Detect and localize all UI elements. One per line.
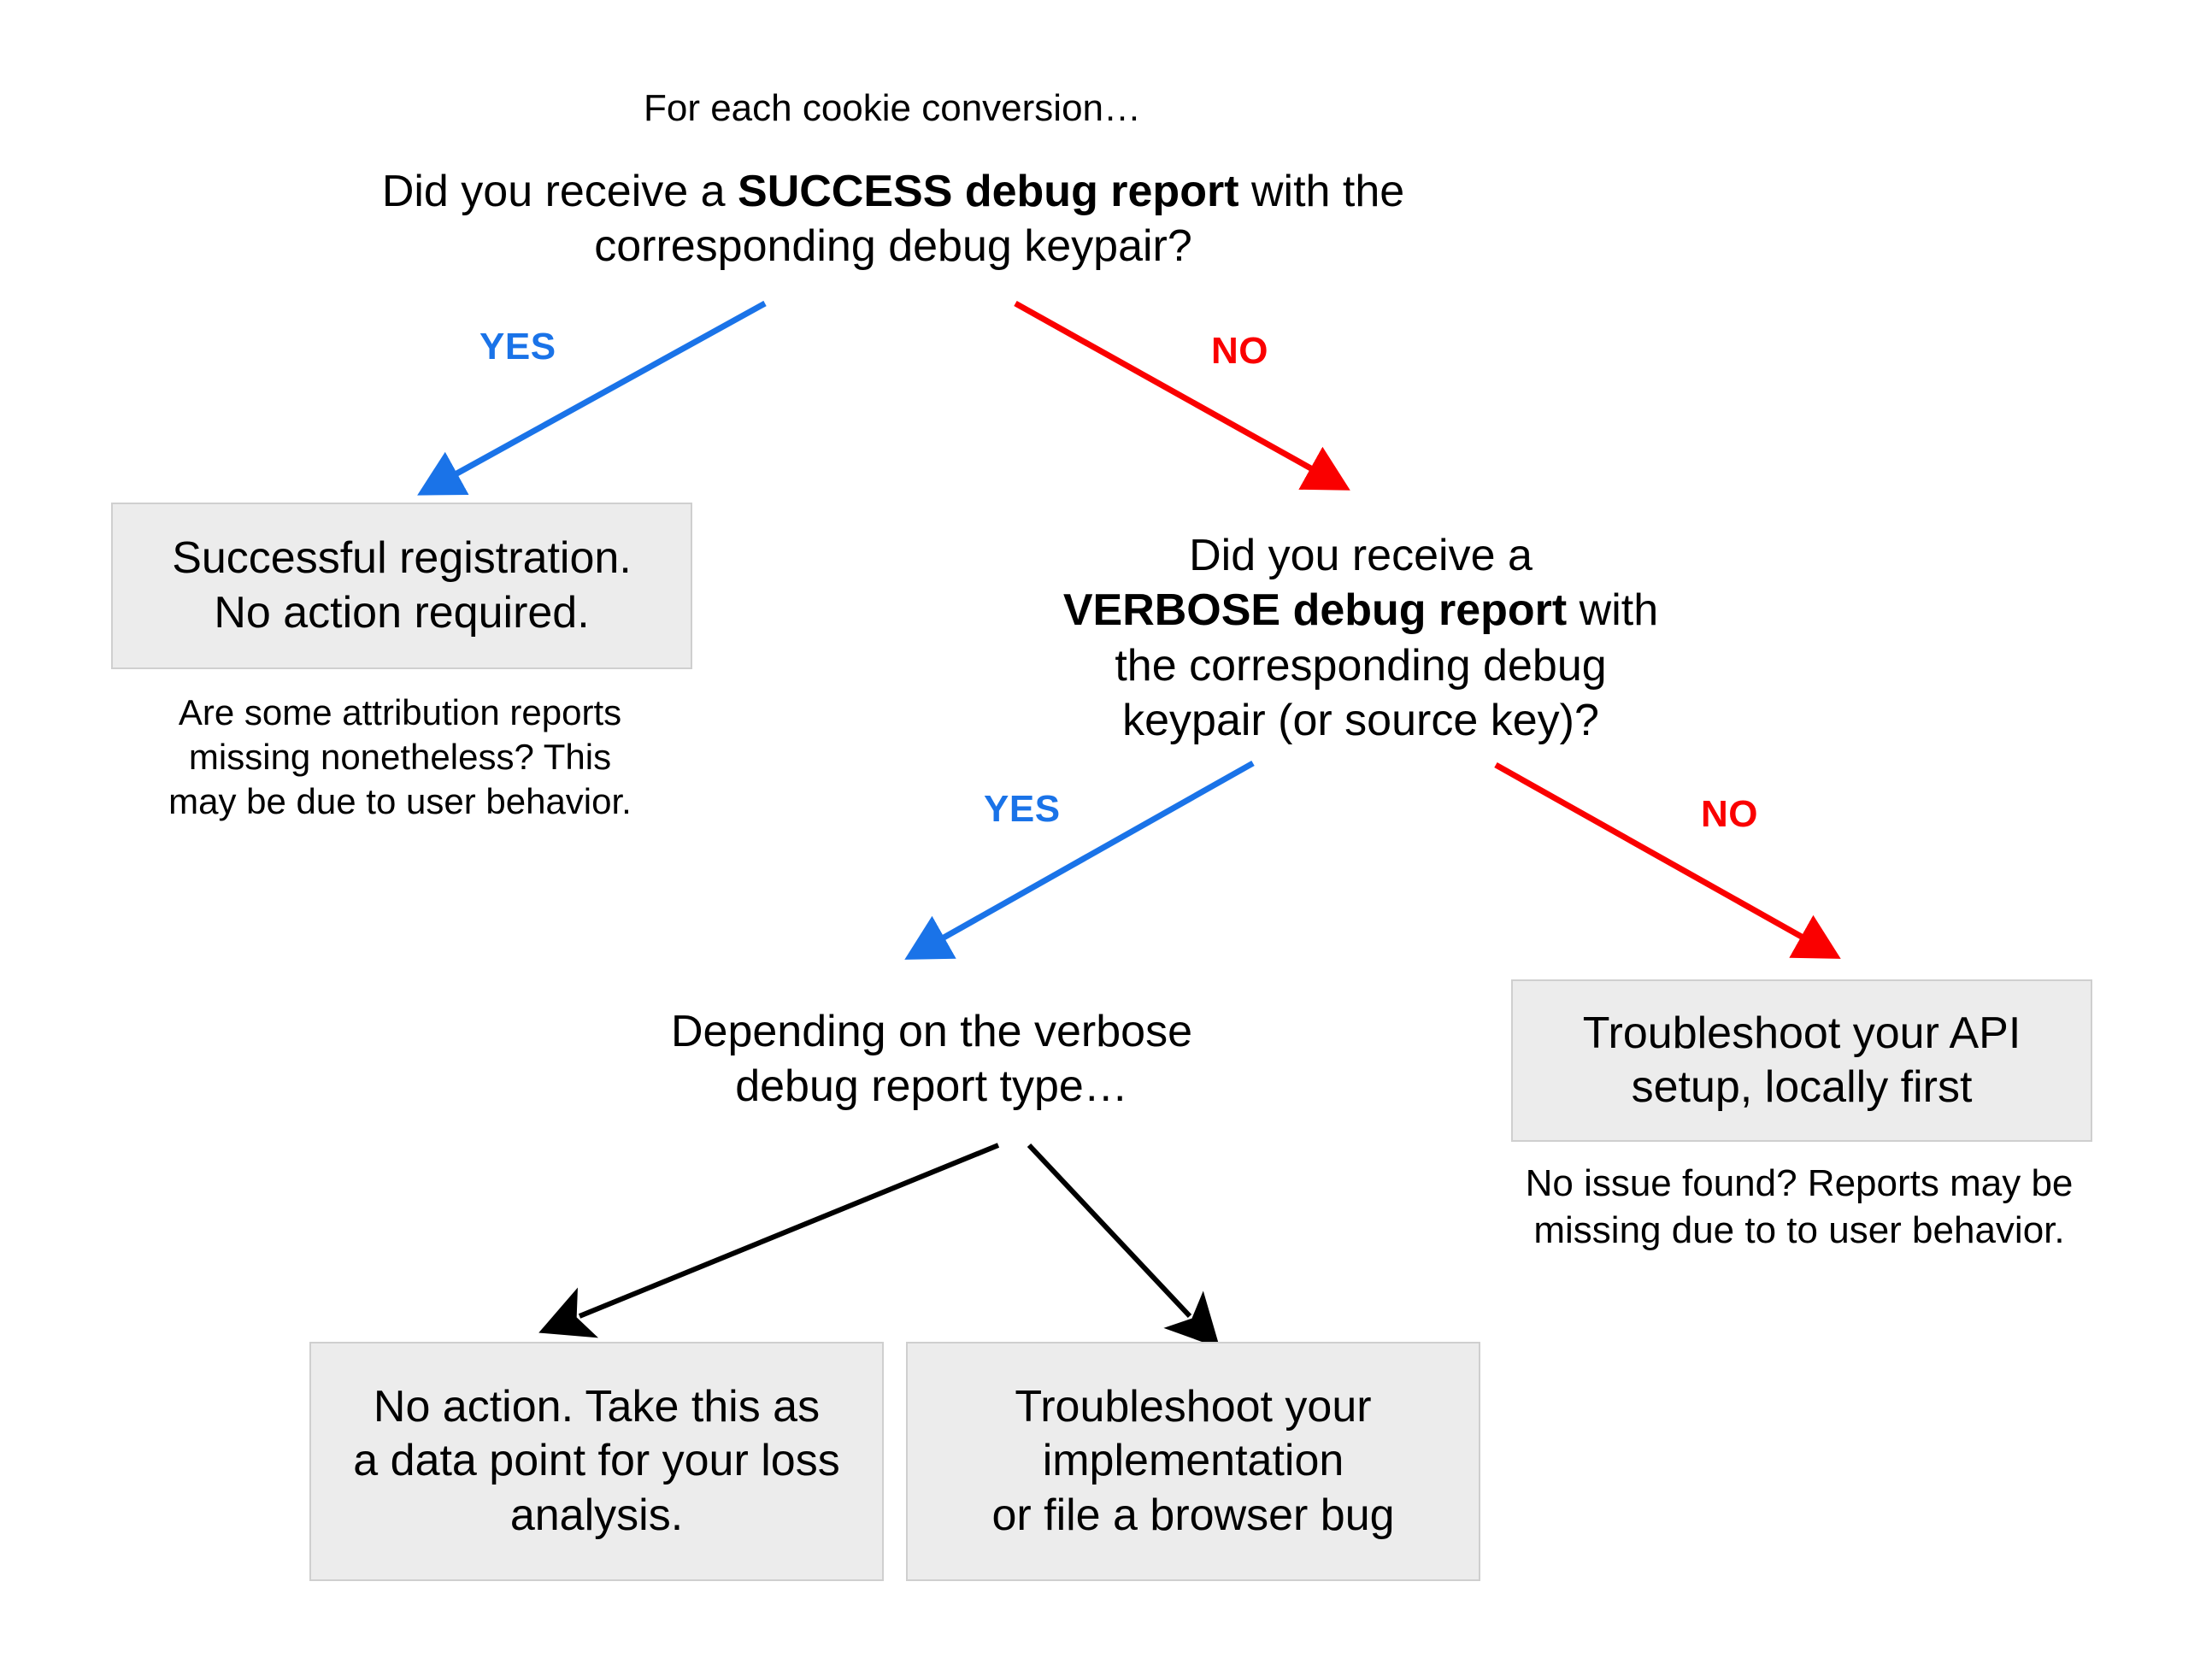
box-troubleshoot-implementation[interactable]: Troubleshoot your implementation or file…	[906, 1342, 1480, 1581]
box-no-action-data-point[interactable]: No action. Take this as a data point for…	[309, 1342, 884, 1581]
box-troubleshoot-api-setup-text: Troubleshoot your API setup, locally fir…	[1583, 1007, 2021, 1115]
verbose-report-type-text: Depending on the verbose debug report ty…	[624, 1004, 1239, 1114]
verbose-type-line-1: Depending on the verbose	[670, 1007, 1192, 1056]
success-box-line-1: Successful registration.	[172, 533, 632, 584]
note-attribution-reports: Are some attribution reports missing non…	[101, 691, 699, 824]
question-2-emphasis: VERBOSE debug report	[1062, 585, 1568, 636]
question-2: Did you receive a VERBOSE debug report w…	[1019, 528, 1703, 749]
impl-box-line-2: implementation	[1042, 1436, 1344, 1486]
note-no-issue-found: No issue found? Reports may be missing d…	[1462, 1161, 2137, 1254]
edge-to-implementation	[1027, 1143, 1221, 1349]
no-action-box-line-2: a data point for your loss	[353, 1436, 840, 1486]
box-troubleshoot-api-setup[interactable]: Troubleshoot your API setup, locally fir…	[1511, 979, 2092, 1142]
success-box-line-2: No action required.	[214, 587, 590, 638]
lead-in-label: For each cookie conversion…	[643, 87, 1142, 129]
box-successful-registration-text: Successful registration. No action requi…	[172, 532, 632, 640]
edge-label-yes-2: YES	[984, 788, 1061, 830]
question-1-part-2: with the	[1238, 167, 1405, 216]
question-1-emphasis: SUCCESS debug report	[738, 167, 1239, 216]
edge-label-no-1: NO	[1211, 330, 1268, 372]
question-2-line-4: keypair (or source key)?	[1122, 696, 1599, 746]
api-box-line-1: Troubleshoot your API	[1582, 1008, 2021, 1058]
box-no-action-data-point-text: No action. Take this as a data point for…	[353, 1380, 839, 1543]
api-note-line-1: No issue found? Reports may be	[1525, 1162, 2074, 1204]
no-action-box-line-1: No action. Take this as	[373, 1381, 821, 1432]
success-note-line-1: Are some attribution reports	[178, 692, 622, 732]
edge-to-no-action	[538, 1143, 1000, 1338]
box-successful-registration[interactable]: Successful registration. No action requi…	[111, 503, 692, 669]
question-1: Did you receive a SUCCESS debug report w…	[282, 164, 1504, 274]
edge-yes-2	[904, 760, 1255, 960]
edge-no-1	[1014, 300, 1350, 491]
impl-box-line-1: Troubleshoot your	[1015, 1381, 1372, 1432]
edge-label-yes-1: YES	[479, 326, 556, 367]
no-action-box-line-3: analysis.	[509, 1490, 684, 1540]
success-note-line-2: missing nonetheless? This	[188, 737, 612, 778]
question-2-after-emphasis: with	[1567, 585, 1659, 636]
success-note-line-3: may be due to user behavior.	[168, 781, 632, 822]
api-note-line-2: missing due to to user behavior.	[1533, 1208, 2065, 1251]
box-troubleshoot-implementation-text: Troubleshoot your implementation or file…	[991, 1380, 1394, 1543]
api-box-line-2: setup, locally first	[1631, 1062, 1973, 1112]
question-1-part-1: Did you receive a	[381, 167, 738, 216]
lead-in-text: For each cookie conversion…	[456, 85, 1328, 132]
edge-no-2	[1494, 761, 1841, 959]
edge-label-no-2: NO	[1701, 793, 1758, 835]
impl-box-line-3: or file a browser bug	[991, 1490, 1395, 1540]
verbose-type-line-2: debug report type…	[735, 1061, 1128, 1112]
question-1-line-2: corresponding debug keypair?	[594, 221, 1192, 272]
question-2-line-3: the corresponding debug	[1115, 640, 1607, 691]
question-2-line-1: Did you receive a	[1189, 531, 1533, 580]
